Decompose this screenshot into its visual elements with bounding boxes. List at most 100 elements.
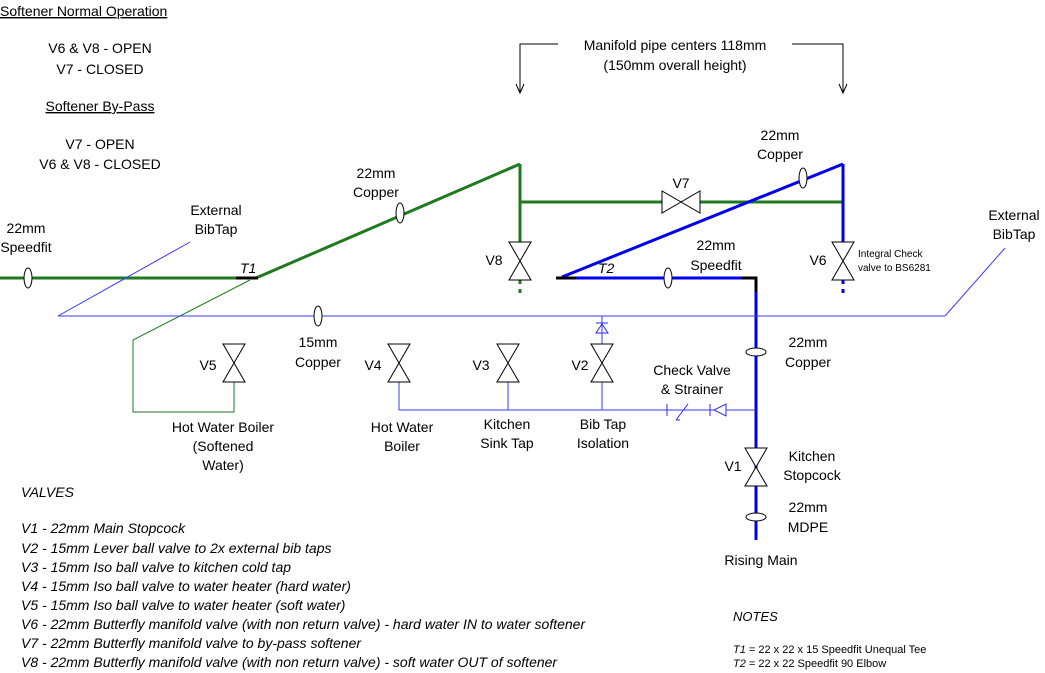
label-speedfit-left-1: 22mm bbox=[7, 220, 46, 236]
notes-title: NOTES bbox=[733, 609, 778, 624]
notes: NOTES T1 = 22 x 22 x 15 Speedfit Unequal… bbox=[733, 609, 926, 670]
pipe-soft-to-v5 bbox=[132, 279, 251, 413]
hard-water-pipes bbox=[57, 162, 1006, 540]
tag-v4: V4 bbox=[364, 357, 381, 373]
note-t1-text: = 22 x 22 x 15 Speedfit Unequal Tee bbox=[746, 644, 927, 656]
label-bib-iso-1: Bib Tap bbox=[580, 416, 627, 432]
label-copper-15-1: 15mm bbox=[299, 334, 338, 350]
valve-v4[interactable] bbox=[387, 343, 411, 383]
label-copper-22-top-2: Copper bbox=[757, 146, 803, 162]
label-bib-left-1: External bbox=[190, 202, 241, 218]
check-triangle-icon bbox=[712, 403, 727, 417]
normal-operation-line-1: V6 & V8 - OPEN bbox=[48, 40, 151, 56]
valves-legend-item: V2 - 15mm Lever ball valve to 2x externa… bbox=[21, 540, 332, 556]
bypass-line-1: V7 - OPEN bbox=[65, 136, 134, 152]
label-speedfit-left-2: Speedfit bbox=[0, 239, 51, 255]
pipe-to-left-bib bbox=[57, 241, 191, 317]
valves-legend-item: V3 - 15mm Iso ball valve to kitchen cold… bbox=[21, 559, 291, 575]
soft-water-pipes bbox=[0, 162, 843, 413]
bypass-title: Softener By-Pass bbox=[46, 98, 155, 114]
label-copper-15-2: Copper bbox=[295, 354, 341, 370]
tag-v2: V2 bbox=[571, 357, 588, 373]
valve-v1[interactable] bbox=[744, 447, 768, 487]
pipe-to-right-bib bbox=[944, 247, 1006, 317]
check-valves bbox=[595, 322, 727, 421]
oval-mdpe bbox=[745, 512, 767, 522]
valve-v8[interactable] bbox=[508, 241, 532, 281]
pipe-size-markers bbox=[23, 167, 808, 522]
oval-copper-15 bbox=[313, 305, 323, 327]
label-stopcock-1: Kitchen bbox=[789, 448, 836, 464]
valve-v6[interactable] bbox=[831, 241, 855, 281]
tag-v6: V6 bbox=[809, 252, 826, 268]
valves-legend-item: V7 - 22mm Butterfly manifold valve to by… bbox=[21, 635, 362, 651]
manifold-note-line-2: (150mm overall height) bbox=[603, 57, 746, 73]
manifold-arrow-left-head bbox=[515, 83, 525, 95]
operation-instructions: Softener Normal Operation V6 & V8 - OPEN… bbox=[0, 3, 167, 172]
valves-legend-item: V8 - 22mm Butterfly manifold valve (with… bbox=[21, 654, 558, 670]
check-v2-branch-icon bbox=[595, 323, 609, 334]
manifold-note: Manifold pipe centers 118mm (150mm overa… bbox=[515, 37, 848, 95]
label-hw-soft-2: (Softened bbox=[193, 438, 254, 454]
note-t1: T1 = 22 x 22 x 15 Speedfit Unequal Tee bbox=[733, 644, 926, 656]
valves-legend-item: V6 - 22mm Butterfly manifold valve (with… bbox=[21, 616, 586, 632]
pipe-copper-22-descend bbox=[561, 162, 844, 279]
fitting-marks bbox=[236, 276, 758, 292]
tag-v3: V3 bbox=[472, 357, 489, 373]
label-stopcock-2: Stopcock bbox=[783, 467, 842, 483]
valves-legend: VALVES V1 - 22mm Main Stopcock V2 - 15mm… bbox=[21, 484, 586, 670]
pipe-labels: 22mm Speedfit 22mm Copper 22mm Copper 22… bbox=[0, 127, 831, 568]
manifold-note-line-1: Manifold pipe centers 118mm bbox=[584, 37, 767, 53]
note-t2: T2 = 22 x 22 Speedfit 90 Elbow bbox=[733, 658, 886, 670]
oval-copper-22-top bbox=[798, 167, 808, 189]
tag-v7: V7 bbox=[672, 175, 689, 191]
normal-operation-line-2: V7 - CLOSED bbox=[56, 61, 143, 77]
label-hw-hard-2: Boiler bbox=[384, 438, 420, 454]
valves-legend-title: VALVES bbox=[21, 484, 75, 500]
normal-operation-title: Softener Normal Operation bbox=[0, 3, 167, 19]
t2-elbow-mark bbox=[742, 276, 758, 292]
label-hw-soft-1: Hot Water Boiler bbox=[172, 419, 275, 435]
label-copper-22-left-1: 22mm bbox=[357, 165, 396, 181]
strainer-diagonal bbox=[675, 403, 689, 421]
label-integral-check-1: Integral Check bbox=[858, 249, 923, 260]
label-rising-main: Rising Main bbox=[724, 552, 797, 568]
note-t1-key: T1 bbox=[733, 644, 746, 656]
valves-legend-item: V4 - 15mm Iso ball valve to water heater… bbox=[21, 578, 351, 594]
valves-legend-item: V5 - 15mm Iso ball valve to water heater… bbox=[21, 597, 345, 613]
valve-v3[interactable] bbox=[496, 343, 520, 383]
valves bbox=[222, 190, 855, 487]
label-bib-left-2: BibTap bbox=[195, 221, 238, 237]
pipe-branch-low bbox=[398, 382, 756, 411]
valve-v7[interactable] bbox=[661, 190, 701, 214]
label-t1: T1 bbox=[240, 260, 256, 276]
valves-legend-item: V1 - 22mm Main Stopcock bbox=[21, 520, 186, 536]
pipe-copper-22-rise bbox=[255, 162, 521, 280]
note-t2-text: = 22 x 22 Speedfit 90 Elbow bbox=[746, 658, 886, 670]
label-mdpe-1: 22mm bbox=[789, 499, 828, 515]
label-kitchen-sink-2: Sink Tap bbox=[480, 435, 534, 451]
label-integral-check-2: valve to BS6281 bbox=[858, 263, 931, 274]
fitting-labels: T1 T2 Check Valve & Strainer Integral Ch… bbox=[240, 249, 931, 397]
label-copper-22-riser-1: 22mm bbox=[789, 334, 828, 350]
label-check-valve-1: Check Valve bbox=[653, 362, 731, 378]
label-kitchen-sink-1: Kitchen bbox=[484, 416, 531, 432]
valve-tags: V8 V7 V6 V5 V4 V3 V2 V1 bbox=[199, 175, 826, 474]
label-hw-soft-3: Water) bbox=[202, 457, 243, 473]
oval-copper-22-riser bbox=[745, 347, 767, 357]
label-bib-iso-2: Isolation bbox=[577, 435, 629, 451]
manifold-arrow-left bbox=[519, 43, 558, 92]
outlet-labels: External BibTap External BibTap Hot Wate… bbox=[172, 202, 1040, 483]
label-copper-22-left-2: Copper bbox=[353, 184, 399, 200]
note-t2-key: T2 bbox=[733, 658, 746, 670]
label-copper-22-top-1: 22mm bbox=[761, 127, 800, 143]
label-speedfit-mid-1: 22mm bbox=[697, 237, 736, 253]
valve-v2[interactable] bbox=[590, 343, 614, 383]
label-check-valve-2: & Strainer bbox=[661, 381, 724, 397]
label-bib-right-1: External bbox=[988, 207, 1039, 223]
manifold-arrow-right bbox=[792, 43, 844, 92]
label-mdpe-2: MDPE bbox=[788, 519, 828, 535]
valve-v5[interactable] bbox=[222, 343, 246, 383]
oval-copper-22-left bbox=[395, 202, 405, 224]
